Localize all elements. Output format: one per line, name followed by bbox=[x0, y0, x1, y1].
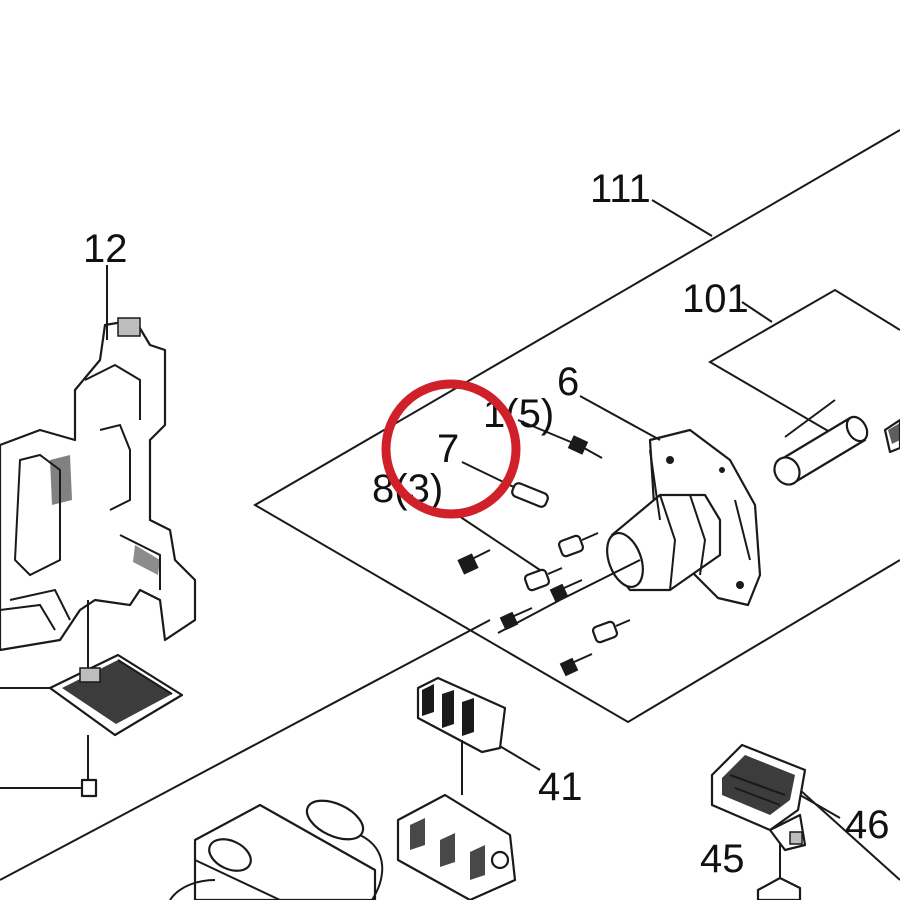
callout-41: 41 bbox=[538, 765, 583, 809]
callout-8-3: 8(3) bbox=[372, 467, 443, 511]
shaft-part-101 bbox=[773, 415, 900, 486]
bearing-plate-part-6 bbox=[606, 428, 762, 607]
base-plate bbox=[0, 600, 184, 798]
callout-12: 12 bbox=[83, 227, 128, 271]
callout-45: 45 bbox=[700, 837, 745, 881]
screw-group bbox=[457, 435, 631, 677]
bracket-part-46 bbox=[710, 743, 807, 852]
screw-7 bbox=[591, 619, 631, 644]
callout-111: 111 bbox=[590, 167, 651, 211]
leader-lines bbox=[449, 199, 841, 900]
part-45 bbox=[756, 876, 802, 900]
screw-1 bbox=[567, 435, 603, 459]
callout-6: 6 bbox=[557, 360, 579, 404]
highlight-circle bbox=[381, 379, 521, 519]
terminal-cover-part-41 bbox=[416, 676, 507, 795]
housing-part-12 bbox=[0, 317, 197, 652]
terminal-block bbox=[396, 793, 517, 900]
callout-7: 7 bbox=[437, 427, 459, 471]
capacitor-assembly bbox=[169, 799, 384, 900]
pin-7 bbox=[511, 482, 549, 508]
callout-101: 101 bbox=[682, 277, 749, 321]
screw-5 bbox=[549, 579, 583, 603]
screw-3 bbox=[457, 549, 491, 575]
callout-labels: 12 111 101 6 1(5) 7 8(3) 41 46 45 bbox=[83, 167, 890, 881]
screw-6 bbox=[499, 607, 533, 631]
screw-8 bbox=[559, 653, 593, 677]
screw-4 bbox=[523, 567, 563, 592]
screw-2 bbox=[557, 532, 599, 558]
callout-46: 46 bbox=[845, 803, 890, 847]
subassembly-frame-101 bbox=[708, 288, 900, 436]
